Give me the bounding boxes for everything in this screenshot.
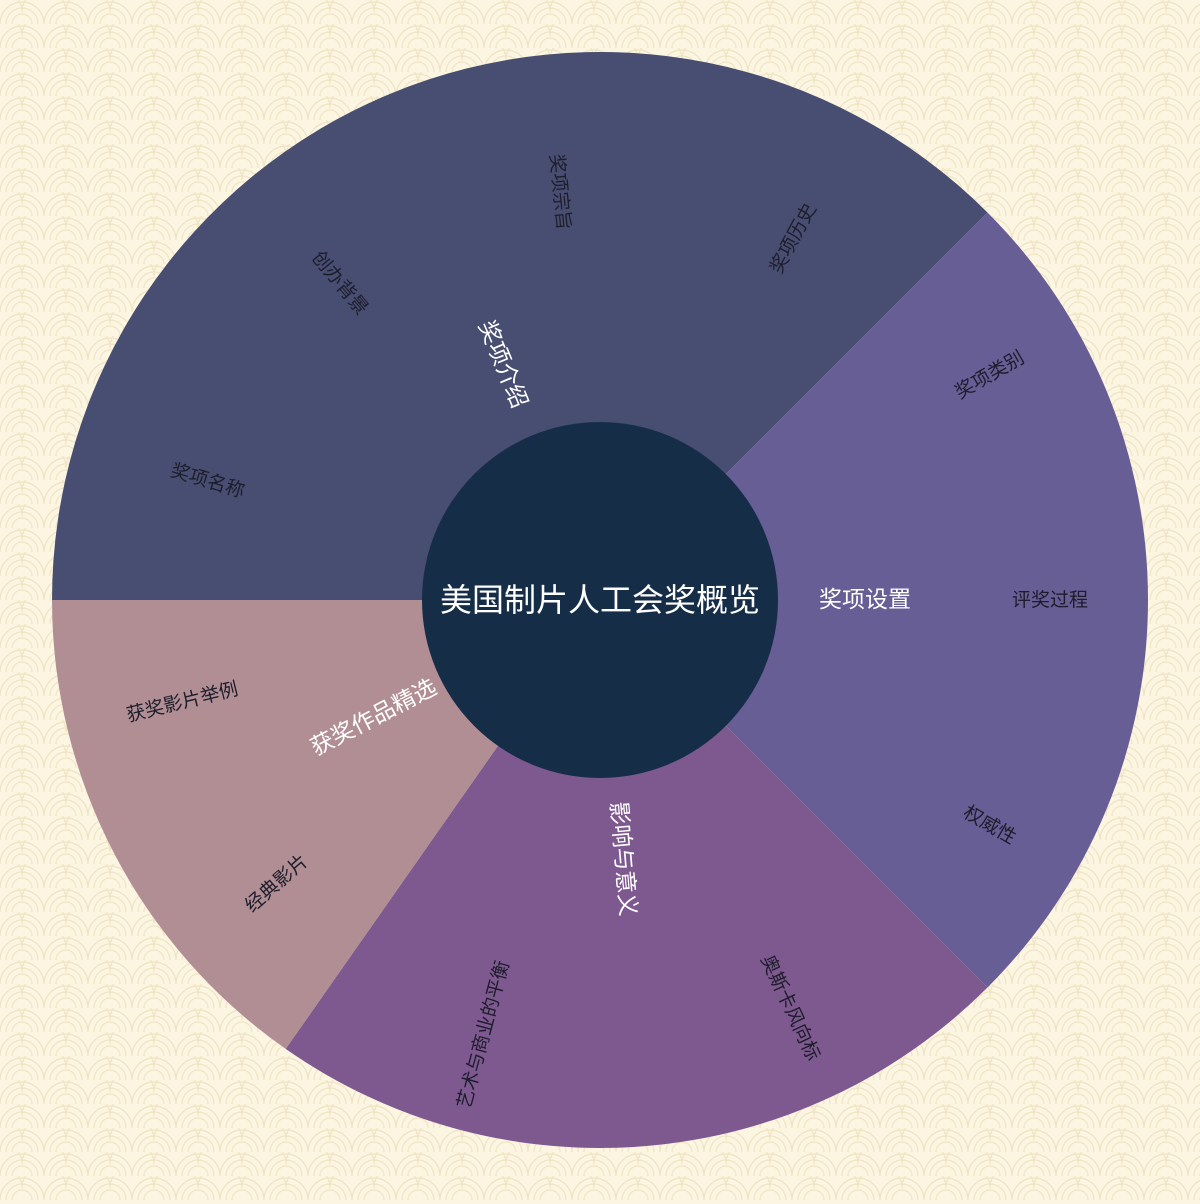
sector-2[interactable] — [600, 212, 1148, 988]
sector-3[interactable] — [285, 600, 988, 1149]
sector-group: 奖项介绍奖项名称创办背景奖项宗旨奖项历史奖项设置奖项类别评奖过程权威性影响与意义… — [52, 51, 1148, 1149]
center-circle — [422, 422, 778, 778]
child-label: 评奖过程 — [1012, 589, 1088, 611]
sector-1[interactable] — [52, 51, 988, 600]
center-label: 美国制片人工会奖概览 — [440, 581, 760, 619]
sector-label-2: 奖项设置 — [819, 587, 911, 613]
